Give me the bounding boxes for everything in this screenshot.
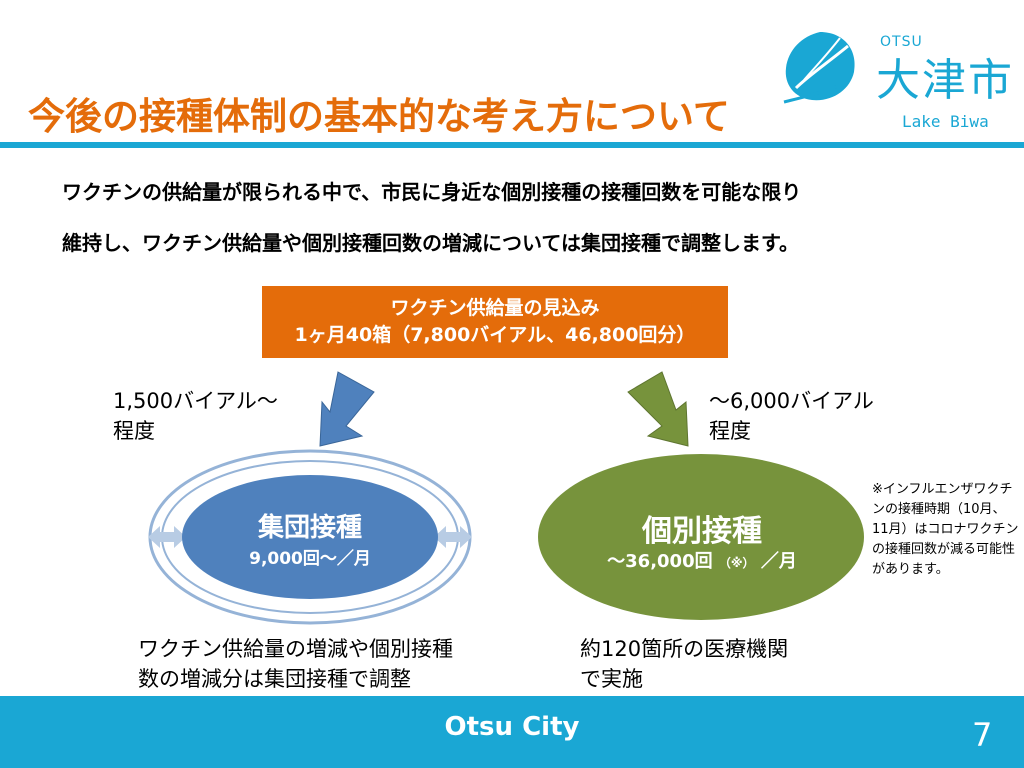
header-divider xyxy=(0,142,1024,148)
supply-title: ワクチン供給量の見込み xyxy=(390,297,600,319)
individual-vaccination-count: ～36,000回 （※） ／月 xyxy=(540,547,864,573)
individual-description: 約120箇所の医療機関 で実施 xyxy=(580,634,880,694)
arrow-to-individual-icon xyxy=(627,371,689,447)
logo-otsu-text: OTSU xyxy=(880,34,923,50)
individual-count-unit: ／月 xyxy=(760,551,797,572)
intro-line-2: 維持し、ワクチン供給量や個別接種回数の増減については集団接種で調整します。 xyxy=(62,231,799,255)
arrow-to-group-icon xyxy=(319,371,375,447)
supply-amount: 1ヶ月40箱（7,800バイアル、46,800回分） xyxy=(294,324,696,346)
individual-description-line-1: 約120箇所の医療機関 xyxy=(580,637,789,661)
leaf-drop-icon xyxy=(783,32,855,104)
otsu-city-logo xyxy=(782,26,1012,138)
group-description-line-1: ワクチン供給量の増減や個別接種 xyxy=(138,637,453,661)
individual-description-line-2: で実施 xyxy=(580,667,643,691)
influenza-note: ※インフルエンザワクチンの接種時期（10月、11月）はコロナワクチンの接種回数が… xyxy=(872,482,1019,577)
group-description-line-2: 数の増減分は集団接種で調整 xyxy=(138,667,411,691)
footer-brand: Otsu City xyxy=(444,712,580,742)
individual-vaccination-title: 個別接種 xyxy=(642,514,762,549)
individual-allocation-suffix: 程度 xyxy=(709,419,751,443)
group-allocation-amount: 1,500バイアル～ xyxy=(113,389,278,413)
group-vaccination-count: 9,000回～／月 xyxy=(249,549,371,569)
group-vaccination-ellipse xyxy=(182,475,438,599)
left-adjust-arrow-icon xyxy=(148,526,186,548)
individual-count-note-mark: （※） xyxy=(718,556,755,570)
footer-bar xyxy=(0,696,1024,768)
slide-title: 今後の接種体制の基本的な考え方について xyxy=(28,95,730,138)
individual-vaccination-ellipse xyxy=(538,454,864,620)
intro-line-1: ワクチンの供給量が限られる中で、市民に身近な個別接種の接種回数を可能な限り xyxy=(62,180,802,204)
individual-allocation-amount: ～6,000バイアル xyxy=(709,389,874,413)
supply-estimate-box: ワクチン供給量の見込み 1ヶ月40箱（7,800バイアル、46,800回分） xyxy=(262,286,728,358)
logo-kanji-text: 大津市 xyxy=(876,55,1014,106)
individual-count-main: ～36,000回 xyxy=(607,551,713,572)
logo-tagline: Lake Biwa xyxy=(902,112,989,131)
page-number: 7 xyxy=(972,716,993,754)
group-allocation-suffix: 程度 xyxy=(113,419,155,443)
individual-allocation: ～6,000バイアル 程度 xyxy=(709,386,874,446)
group-vaccination-title: 集団接種 xyxy=(257,513,362,543)
right-adjust-arrow-icon xyxy=(434,526,472,548)
group-description: ワクチン供給量の増減や個別接種 数の増減分は集団接種で調整 xyxy=(138,634,528,694)
group-allocation: 1,500バイアル～ 程度 xyxy=(113,386,278,446)
